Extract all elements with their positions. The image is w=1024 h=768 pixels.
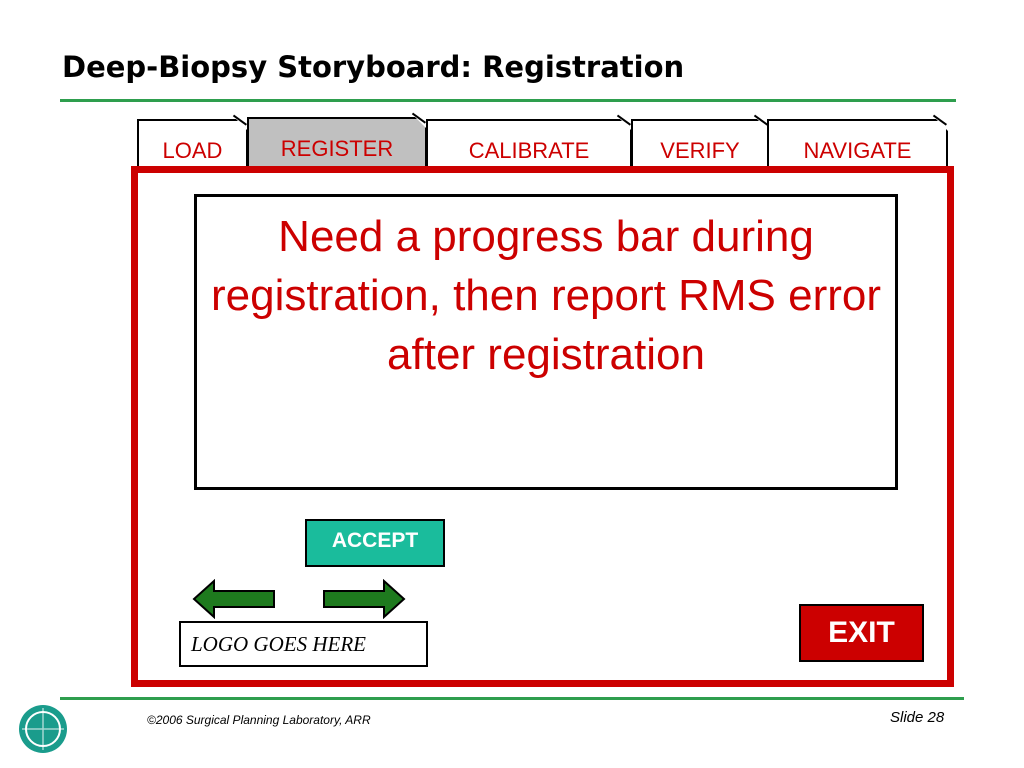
spl-logo-icon — [14, 703, 72, 760]
tab-label: VERIFY — [660, 138, 740, 163]
exit-button[interactable]: EXIT — [799, 604, 924, 662]
message-box: Need a progress bar during registration,… — [194, 194, 898, 490]
arrow-left-icon — [192, 579, 275, 619]
slide-number: Slide 28 — [890, 709, 945, 726]
tab-navigate[interactable]: NAVIGATE — [767, 114, 948, 173]
back-button[interactable] — [192, 579, 278, 619]
footer-copyright: ©2006 Surgical Planning Laboratory, ARR — [147, 713, 371, 727]
arrow-right-icon — [323, 579, 406, 619]
slide-title: Deep-Biopsy Storyboard: Registration — [62, 50, 685, 84]
tab-label: LOAD — [162, 138, 223, 163]
tab-register[interactable]: REGISTER — [247, 112, 427, 173]
tab-label: CALIBRATE — [468, 138, 590, 163]
tab-label: NAVIGATE — [803, 138, 912, 163]
tab-verify[interactable]: VERIFY — [631, 114, 769, 173]
forward-button[interactable] — [320, 579, 406, 619]
accept-button[interactable]: ACCEPT — [305, 519, 445, 567]
tab-label: REGISTER — [280, 136, 394, 161]
logo-placeholder: LOGO GOES HERE — [179, 621, 428, 667]
tab-calibrate[interactable]: CALIBRATE — [426, 114, 632, 173]
tab-load[interactable]: LOAD — [137, 114, 248, 173]
title-divider — [60, 99, 956, 102]
logo-placeholder-text: LOGO GOES HERE — [191, 631, 366, 656]
message-text: Need a progress bar during registration,… — [210, 212, 882, 379]
footer-divider — [60, 697, 964, 700]
